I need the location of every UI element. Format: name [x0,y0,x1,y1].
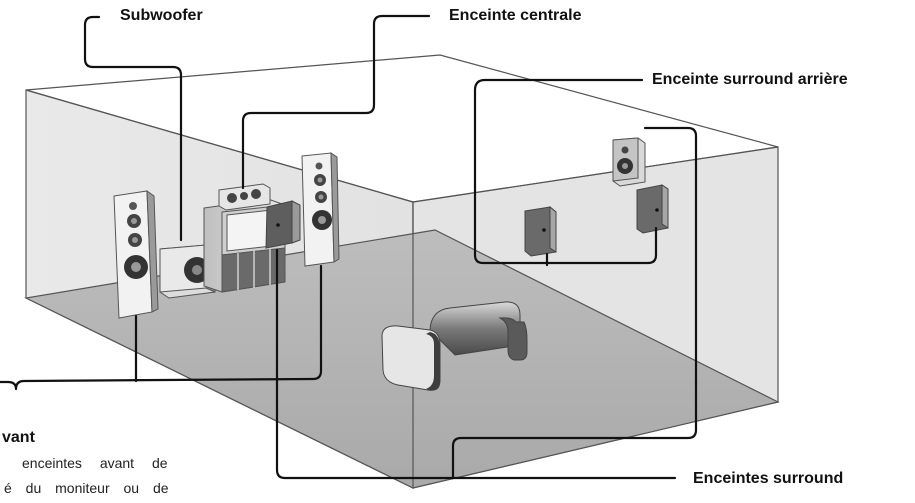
leader-lines [0,14,698,480]
surround-back-left-speaker [524,205,557,257]
surround-back-speaker-leader [451,126,698,480]
surround-left-speaker [265,200,301,249]
label-front-speakers: vant [2,429,35,446]
surround-back-speaker [612,137,646,187]
label-surround-back-speaker: Enceinte surround arrière [652,71,848,88]
sofa [381,301,528,391]
center-speaker [218,183,271,211]
label-center-speaker: Enceinte centrale [449,7,582,24]
surround-back-leader [473,78,658,265]
front-right-speaker [301,152,340,267]
front-description-line-2: é du moniteur ou de [4,480,169,496]
subwoofer-leader [83,15,183,242]
label-surround-speakers: Enceintes surround [693,470,844,487]
surround-back-right-speaker [636,184,669,234]
center-leader [241,14,431,190]
ceiling-outline [25,54,779,203]
front-leader [0,264,323,391]
label-subwoofer: Subwoofer [120,7,203,24]
front-description-line-1: enceintes avant de [22,455,168,471]
surround-leader [275,248,677,480]
front-left-speaker [113,189,159,319]
